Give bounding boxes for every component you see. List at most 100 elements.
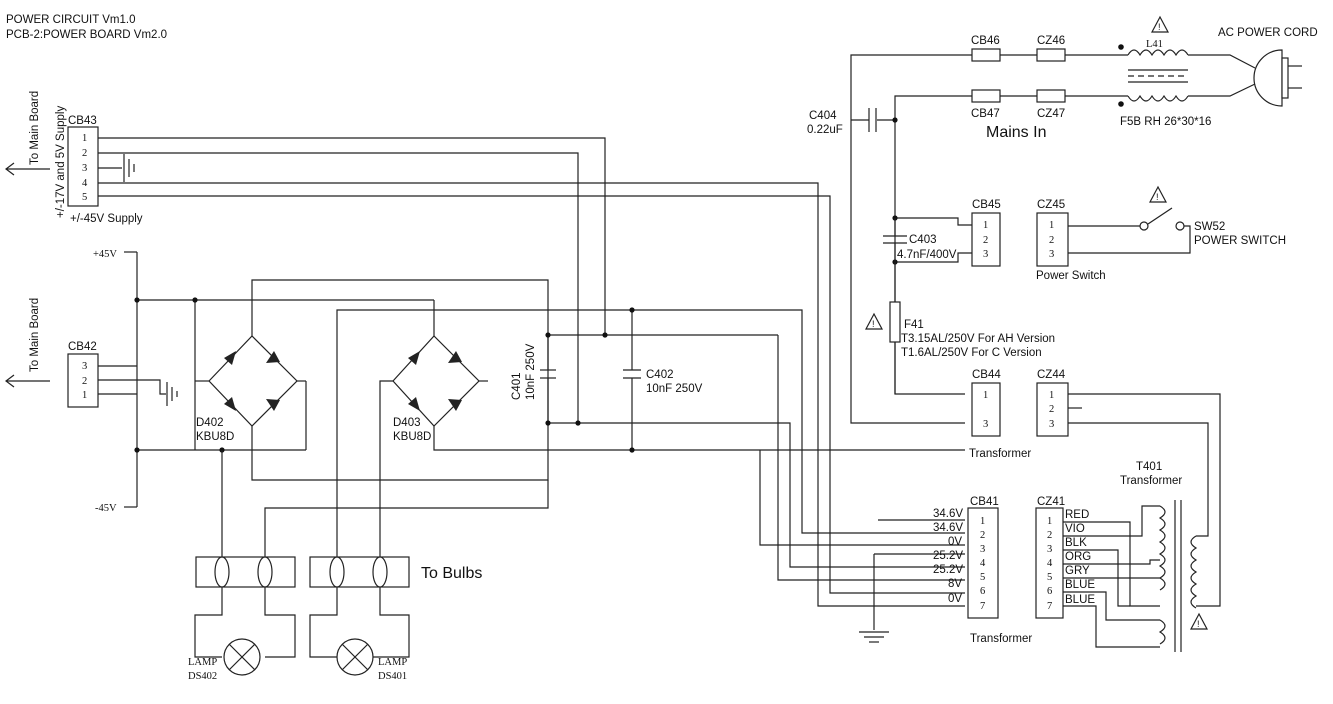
cb45-pin: 2 — [983, 235, 988, 246]
cb42-pin: 2 — [82, 376, 87, 387]
ground-symbol-icon — [166, 382, 178, 406]
cz45-connector — [1036, 212, 1069, 267]
bridge-rectifier-d403 — [379, 300, 488, 557]
cb45-pin: 1 — [983, 220, 988, 231]
cz45-pin: 3 — [1049, 249, 1054, 260]
cb41-name: CB41 — [970, 496, 999, 508]
cz41-wire-color: ORG — [1065, 551, 1091, 563]
c402-value: 10nF 250V — [646, 383, 703, 395]
fuse-f41 — [889, 301, 901, 394]
d403-kbu8d: KBU8D — [393, 431, 431, 443]
bridge-rectifier-d402 — [194, 300, 307, 450]
cb43-pin: 1 — [82, 133, 87, 144]
cz44-pin: 2 — [1049, 404, 1054, 415]
warning-triangle-icon: ! — [865, 312, 883, 330]
ac-plug-icon — [1253, 49, 1302, 107]
power-switch-upper-label: POWER SWITCH — [1194, 235, 1286, 247]
power-switch-label: Power Switch — [1036, 270, 1106, 282]
cb44-pin: 1 — [983, 390, 988, 401]
capacitor-c404 — [868, 108, 877, 132]
svg-text:!: ! — [1158, 22, 1161, 32]
cb41-voltage: 8V — [948, 578, 962, 590]
cb41-pin: 4 — [980, 558, 986, 569]
c404-value: 0.22uF — [807, 124, 843, 136]
plus45-label: +45V — [93, 249, 117, 260]
left-arrow-icon — [5, 162, 50, 176]
cz46-connector — [1036, 48, 1066, 62]
lamp-label: LAMP — [378, 657, 407, 668]
d402-kbu8d: KBU8D — [196, 431, 234, 443]
cb42-pin: 3 — [82, 361, 87, 372]
cb41-voltage: 34.6V — [933, 522, 963, 534]
left-arrow-icon — [5, 374, 50, 388]
cz41-pin: 7 — [1047, 601, 1052, 612]
cz41-pin: 1 — [1047, 516, 1052, 527]
cz44-pin: 1 — [1049, 390, 1054, 401]
transformer-label-lower: Transformer — [970, 633, 1032, 645]
transformer-label-upper: Transformer — [969, 448, 1031, 460]
supply-17-5-label: +/-17V and 5V Supply — [55, 106, 67, 218]
cz46-name: CZ46 — [1037, 35, 1065, 47]
ds402-label: DS402 — [188, 671, 217, 682]
bulb-connectors — [195, 309, 549, 588]
cb42-pin: 1 — [82, 390, 87, 401]
to-main-board-label-1: To Main Board — [29, 91, 41, 165]
cz45-pin: 2 — [1049, 235, 1054, 246]
cb41-pin: 1 — [980, 516, 985, 527]
cb43-pin: 4 — [82, 178, 88, 189]
cz44-connector — [1036, 382, 1069, 437]
cz41-connector — [1035, 507, 1064, 619]
d403-label: D403 — [393, 417, 421, 429]
cz41-wire-color: BLK — [1065, 537, 1087, 549]
f41-ah-label: T3.15AL/250V For AH Version — [901, 333, 1055, 345]
cz47-connector — [1036, 89, 1066, 103]
cz41-wire-color: BLUE — [1065, 594, 1095, 606]
cz44-name: CZ44 — [1037, 369, 1066, 381]
warning-triangle-icon: ! — [1190, 612, 1208, 630]
lamp-ds402-icon — [194, 587, 296, 676]
l41-label: L41 — [1146, 39, 1163, 50]
supply-45-label: +/-45V Supply — [70, 213, 143, 225]
cb43-pin: 2 — [82, 148, 87, 159]
cb43-name: CB43 — [68, 115, 97, 127]
cb43-wires — [98, 137, 965, 607]
f41-label: F41 — [904, 319, 924, 331]
cb41-voltage: 0V — [948, 593, 962, 605]
capacitor-c403 — [883, 218, 907, 302]
cb47-name: CB47 — [971, 108, 1000, 120]
cz41-pin: 6 — [1047, 586, 1052, 597]
cb42-connector — [67, 353, 99, 408]
c401-value: 10nF 250V — [525, 343, 537, 400]
lamp-label: LAMP — [188, 657, 217, 668]
cb44-connector — [971, 382, 1001, 437]
mains-in-label: Mains In — [986, 124, 1046, 141]
cz41-pin: 3 — [1047, 544, 1052, 555]
cz41-wire-color: VIO — [1065, 523, 1085, 535]
cz41-pin: 5 — [1047, 572, 1052, 583]
cz41-pin: 2 — [1047, 530, 1052, 541]
warning-triangle-icon: ! — [1149, 185, 1167, 203]
cz41-wire-color: BLUE — [1065, 579, 1095, 591]
cb41-voltage: 34.6V — [933, 508, 963, 520]
to-main-board-label-2: To Main Board — [29, 298, 41, 372]
cz41-wire-color: RED — [1065, 509, 1089, 521]
cb41-pin: 3 — [980, 544, 985, 555]
d402-label: D402 — [196, 417, 224, 429]
cb44-name: CB44 — [972, 369, 1001, 381]
header-line-1: POWER CIRCUIT Vm1.0 — [6, 14, 136, 26]
cb43-connector — [67, 126, 99, 207]
f5b-label: F5B RH 26*30*16 — [1120, 116, 1211, 128]
to-bulbs-label: To Bulbs — [421, 565, 482, 582]
cz47-name: CZ47 — [1037, 108, 1065, 120]
sw52-label: SW52 — [1194, 221, 1225, 233]
c403-label: C403 — [909, 234, 937, 246]
transformer-label-t401: Transformer — [1120, 475, 1182, 487]
c402-label: C402 — [646, 369, 674, 381]
c401-label: C401 — [511, 373, 523, 401]
cz45-pin: 1 — [1049, 220, 1054, 231]
cz41-name: CZ41 — [1037, 496, 1065, 508]
svg-text:!: ! — [1156, 192, 1159, 202]
cb42-name: CB42 — [68, 341, 97, 353]
cz45-name: CZ45 — [1037, 199, 1065, 211]
cb41-voltage: 0V — [948, 536, 962, 548]
